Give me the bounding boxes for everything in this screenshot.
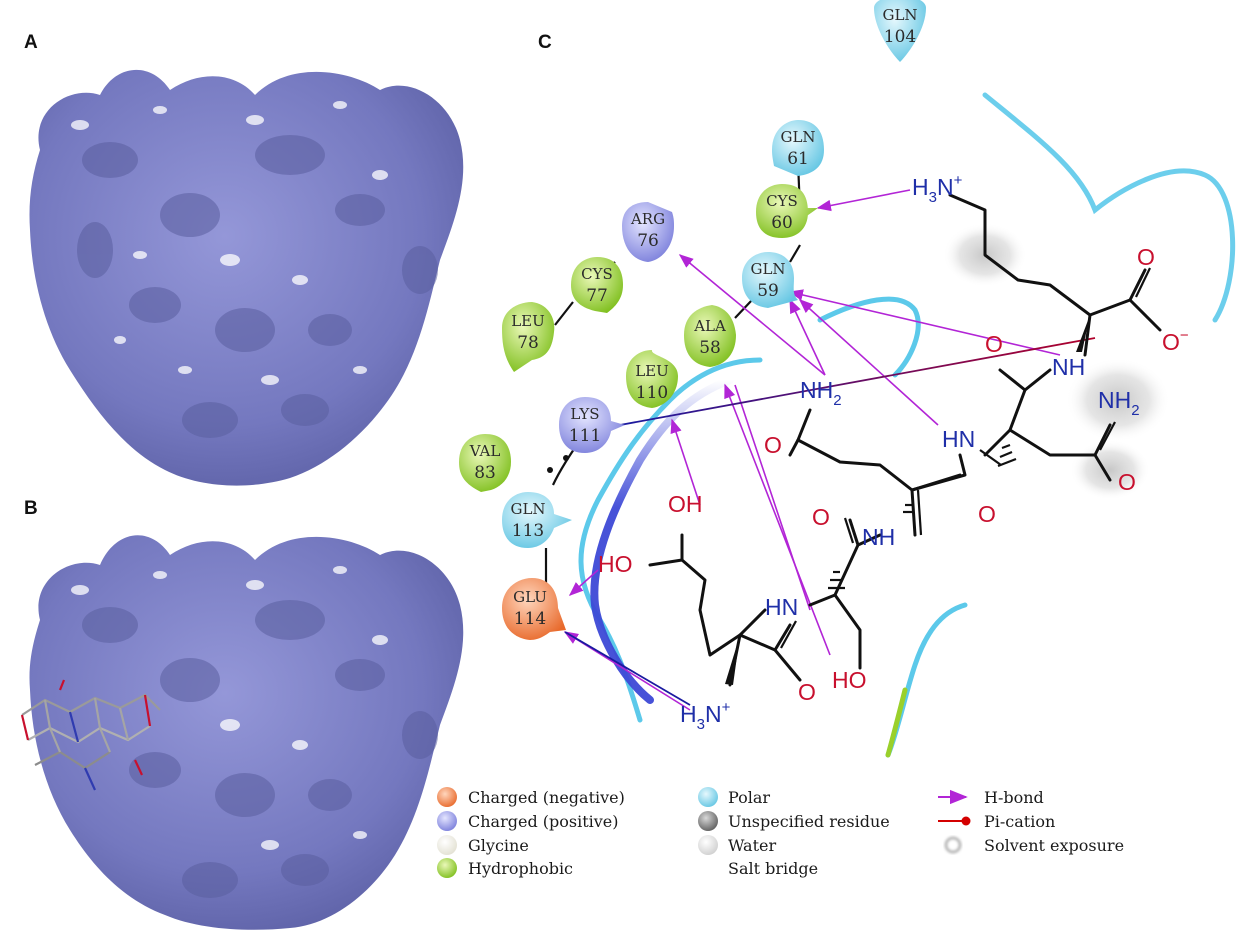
salt-bridge-lines: [564, 337, 1096, 706]
legend-label: Salt bridge: [728, 859, 818, 878]
protein-surface-b: [20, 535, 464, 930]
residue-name: GLN: [882, 6, 917, 24]
residue-lys111: LYS 111: [559, 397, 625, 453]
residue-gln113: GLN 113: [502, 492, 572, 548]
residue-name: LEU: [635, 362, 669, 380]
residue-gln61: GLN 61: [772, 120, 824, 176]
pocket-outline: [578, 92, 1236, 758]
legend-swatch-negative: [437, 787, 457, 807]
residue-gln59: GLN 59: [742, 252, 798, 308]
residue-glu114: GLU 114: [502, 578, 566, 640]
protein-surface-a: [29, 69, 464, 486]
legend-swatch-positive: [437, 811, 457, 831]
residue-name: GLU: [513, 588, 547, 606]
wedge-bond: [1076, 315, 1090, 352]
residue-ala58: ALA 58: [684, 305, 736, 367]
legend-swatch-solvent-exposure: [944, 836, 962, 854]
residue-arg76: ARG 76: [622, 202, 674, 262]
legend-label: Hydrophobic: [468, 859, 573, 878]
residue-name: GLN: [750, 260, 785, 278]
wedge-bond: [725, 635, 740, 685]
legend-swatch-water: [698, 835, 718, 855]
residue-number: 114: [514, 609, 546, 629]
residue-name: LYS: [570, 405, 599, 423]
residue-gln104: GLN 104: [874, 0, 926, 62]
legend-swatch-unspecified: [698, 811, 718, 831]
atom-o-gln-side: O: [764, 432, 782, 458]
residue-number: 78: [517, 333, 539, 353]
residue-name: CYS: [581, 265, 613, 283]
ligand-double-bond-offsets: [780, 267, 1151, 649]
residue-cys60: CYS 60: [756, 184, 818, 238]
ligand-labels: H3N+ O O− O NH NH2 NH2 HN O O O OH HO O …: [598, 172, 1189, 733]
atom-ho-ser: HO: [832, 667, 867, 693]
legend: Charged (negative) Charged (positive) Gl…: [437, 787, 1124, 878]
legend-swatch-glycine: [437, 835, 457, 855]
atom-nh-top: NH: [1052, 354, 1085, 380]
residue-number: 77: [586, 286, 608, 306]
legend-label: Charged (negative): [468, 788, 625, 807]
residue-number: 104: [884, 27, 916, 47]
residue-name: GLN: [780, 128, 815, 146]
legend-label: Charged (positive): [468, 812, 619, 831]
residue-number: 113: [512, 521, 544, 541]
atom-h3n-bottom: H3N+: [680, 699, 731, 733]
legend-label: Pi-cation: [984, 812, 1055, 831]
residue-number: 110: [636, 383, 668, 403]
atom-nh2-center: NH2: [800, 377, 842, 409]
residue-leu110: LEU 110: [626, 350, 678, 408]
legend-swatch-polar: [698, 787, 718, 807]
atom-oh-glu: OH: [668, 491, 703, 517]
residue-number: 61: [787, 149, 809, 169]
residue-number: 111: [569, 426, 601, 446]
residue-val83: VAL 83: [459, 434, 511, 492]
residue-number: 76: [637, 231, 659, 251]
atom-hn-ser: HN: [765, 594, 798, 620]
atom-h3n-top: H3N+: [912, 172, 963, 206]
atom-o-right: O: [978, 501, 996, 527]
hash-bonds: [828, 443, 1017, 590]
chain-break-dot: [563, 455, 569, 461]
legend-label: Unspecified residue: [728, 812, 890, 831]
legend-swatch-hydrophobic: [437, 858, 457, 878]
atom-o-amide: O: [985, 331, 1003, 357]
legend-label: Polar: [728, 788, 770, 807]
panel-label-c: C: [538, 32, 552, 53]
atom-nh-ser: NH: [862, 524, 895, 550]
residue-number: 59: [757, 281, 779, 301]
residue-number: 58: [699, 338, 721, 358]
residue-leu78: LEU 78: [502, 302, 555, 372]
legend-label: Glycine: [468, 836, 529, 855]
atom-o-glu-carbonyl: O: [798, 679, 816, 705]
atom-o-carboxyl: O: [1137, 244, 1155, 270]
legend-label: Solvent exposure: [984, 836, 1124, 855]
atom-nh2-right: NH2: [1098, 387, 1140, 419]
chain-break-dot: [547, 467, 553, 473]
legend-label: H-bond: [984, 788, 1044, 807]
residue-name: GLN: [510, 500, 545, 518]
atom-o-minus: O−: [1162, 327, 1189, 355]
panel-label-a: A: [24, 32, 38, 53]
ligand-stick-model: [20, 679, 161, 791]
residues: GLN 104 GLN 61 CYS 60 ARG 76 GLN 59 CYS …: [459, 0, 926, 640]
residue-number: 60: [771, 213, 793, 233]
atom-o-ser-carbonyl: O: [812, 504, 830, 530]
legend-label: Water: [728, 836, 776, 855]
residue-number: 83: [474, 463, 496, 483]
atom-ho-glu: HO: [598, 551, 633, 577]
residue-cys77: CYS 77: [571, 257, 623, 313]
atom-o-asn-side: O: [1118, 469, 1136, 495]
panel-label-b: B: [24, 498, 38, 519]
residue-name: ARG: [630, 210, 665, 228]
hbond-lines: [563, 189, 1061, 711]
residue-name: LEU: [511, 312, 545, 330]
atom-hn-mid: HN: [942, 426, 975, 452]
ligand-skeleton: [648, 193, 1162, 687]
legend-pi-cation-dot: [961, 816, 971, 826]
residue-name: VAL: [469, 442, 501, 460]
residue-name: ALA: [693, 317, 726, 335]
residue-name: CYS: [766, 192, 798, 210]
